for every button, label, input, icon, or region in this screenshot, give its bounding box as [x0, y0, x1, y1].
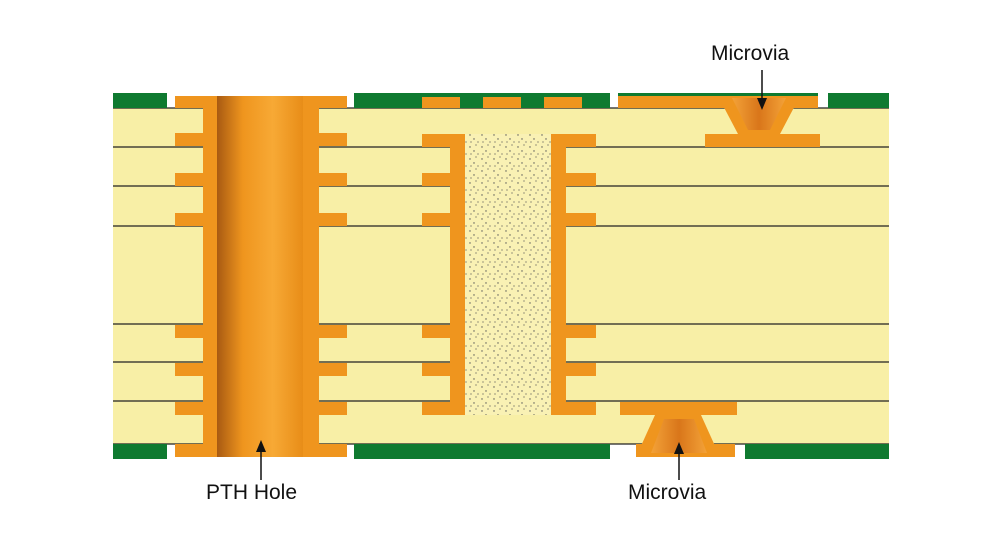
via-fill [465, 134, 551, 415]
solder-mask-bottom [113, 444, 889, 459]
label-microvia-top: Microvia [711, 42, 790, 65]
top-copper-pads [422, 97, 582, 108]
microvia-bottom [620, 402, 737, 457]
pth-barrel [217, 96, 303, 457]
microvia-top [618, 96, 820, 147]
buried-filled-via [422, 134, 596, 415]
label-pth-hole: PTH Hole [206, 481, 298, 504]
label-microvia-bottom: Microvia [628, 481, 707, 504]
callout-arrows [256, 70, 767, 480]
